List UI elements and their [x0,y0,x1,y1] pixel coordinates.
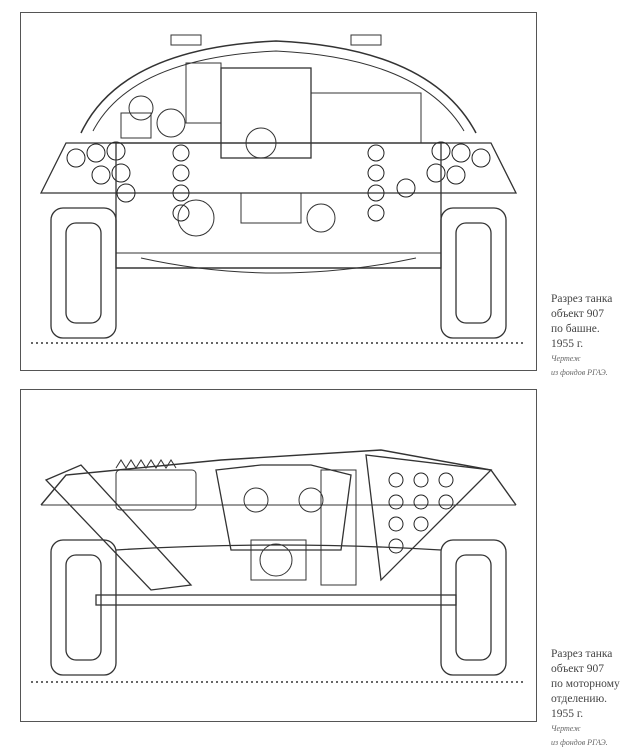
engine-compartment-cross-section-drawing [20,389,537,722]
caption-line: по башне. [551,323,600,335]
caption-line: по моторному [551,678,620,690]
caption-line: 1955 г. [551,338,584,350]
source-line: Чертеж [551,354,581,363]
caption-line: 1955 г. [551,708,584,720]
turret-cross-section-drawing [20,12,537,371]
source-line: из фондов РГАЭ. [551,738,608,747]
caption-line: отделению. [551,693,608,705]
source-line: из фондов РГАЭ. [551,368,608,377]
figure-2-caption: Разрез танка объект 907 по моторному отд… [551,647,620,750]
source-line: Чертеж [551,724,581,733]
caption-line: объект 907 [551,663,604,675]
caption-line: Разрез танка [551,293,613,305]
caption-line: объект 907 [551,308,604,320]
caption-line: Разрез танка [551,648,613,660]
figure-1-caption: Разрез танка объект 907 по башне. 1955 г… [551,292,612,380]
